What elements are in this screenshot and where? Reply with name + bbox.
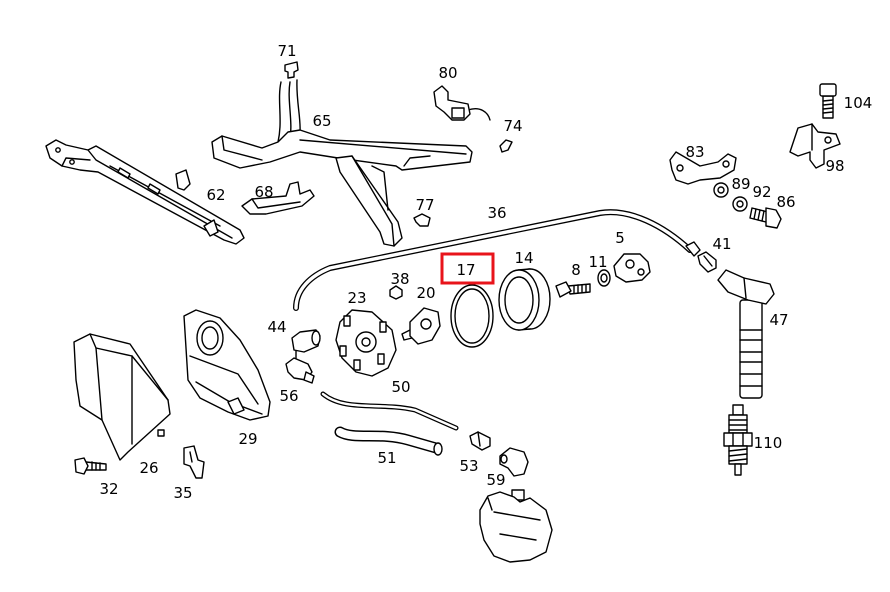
- hose-drawing-51: [334, 426, 443, 456]
- terminal-drawing-41: [697, 251, 717, 273]
- cap-drawing-14: [498, 268, 551, 331]
- ignition-cable-drawing-36: [293, 209, 701, 311]
- callout-86[interactable]: 86: [776, 193, 795, 211]
- callout-65[interactable]: 65: [312, 112, 331, 130]
- cable-drawing-50: [320, 391, 459, 431]
- callout-23[interactable]: 23: [347, 289, 366, 307]
- o-ring-drawing-17: [450, 284, 494, 348]
- bolt-drawing-8: [555, 281, 591, 298]
- callout-50[interactable]: 50: [391, 378, 410, 396]
- cover-drawing-26: [73, 333, 171, 461]
- callout-53[interactable]: 53: [459, 457, 478, 475]
- clip-drawing-35: [183, 445, 205, 479]
- callout-80[interactable]: 80: [438, 64, 457, 82]
- callout-14[interactable]: 14: [514, 249, 533, 267]
- callout-29[interactable]: 29: [238, 430, 257, 448]
- housing-cover-drawing-29: [183, 309, 271, 421]
- callout-104[interactable]: 104: [844, 94, 873, 112]
- clip-drawing-74: [499, 139, 513, 153]
- control-module-drawing: [479, 489, 553, 563]
- callout-56[interactable]: 56: [279, 387, 298, 405]
- callout-59[interactable]: 59: [486, 471, 505, 489]
- callout-38[interactable]: 38: [390, 270, 409, 288]
- callout-110[interactable]: 110: [754, 434, 783, 452]
- clip-drawing-77: [413, 213, 431, 227]
- callout-83[interactable]: 83: [685, 143, 704, 161]
- callout-41[interactable]: 41: [712, 235, 731, 253]
- callout-47[interactable]: 47: [769, 311, 788, 329]
- callout-68[interactable]: 68: [254, 183, 273, 201]
- bracket-drawing-68: [241, 181, 315, 215]
- strap-bracket-drawing-83: [669, 151, 737, 185]
- callout-89[interactable]: 89: [731, 175, 750, 193]
- callout-35[interactable]: 35: [173, 484, 192, 502]
- connector-drawing-53: [469, 431, 491, 451]
- bolt-drawing-104: [819, 83, 837, 119]
- callout-11[interactable]: 11: [588, 253, 607, 271]
- connector-drawing-80: [433, 85, 491, 121]
- elbow-connector-drawing-59: [499, 447, 529, 477]
- callout-74[interactable]: 74: [503, 117, 522, 135]
- washer-drawing-92: [732, 196, 748, 212]
- spark-plug-drawing-110: [723, 404, 753, 476]
- callout-20[interactable]: 20: [416, 284, 435, 302]
- callout-98[interactable]: 98: [825, 157, 844, 175]
- sensor-drawing-44: [291, 329, 321, 361]
- highlight-box: [440, 252, 495, 285]
- sensor-drawing-20: [401, 307, 441, 345]
- frame-bracket-drawing-65: [211, 79, 473, 247]
- callout-8[interactable]: 8: [571, 261, 581, 279]
- clip-drawing-71: [284, 61, 299, 79]
- callout-71[interactable]: 71: [277, 42, 296, 60]
- nut-drawing-38: [389, 285, 403, 300]
- callout-62[interactable]: 62: [206, 186, 225, 204]
- callout-92[interactable]: 92: [752, 183, 771, 201]
- washer-drawing-11: [597, 269, 611, 287]
- callout-36[interactable]: 36: [487, 204, 506, 222]
- callout-51[interactable]: 51: [377, 449, 396, 467]
- rotor-drawing-5: [613, 253, 651, 283]
- callout-77[interactable]: 77: [415, 196, 434, 214]
- callout-5[interactable]: 5: [615, 229, 625, 247]
- sensor-drawing-56: [285, 357, 315, 384]
- distributor-housing-drawing-23: [335, 309, 397, 377]
- bolt-drawing-32: [74, 457, 107, 475]
- callout-17[interactable]: 17: [456, 261, 475, 279]
- callout-32[interactable]: 32: [99, 480, 118, 498]
- bolt-drawing-86: [749, 207, 782, 229]
- washer-drawing-89: [713, 182, 729, 198]
- bracket-drawing-98: [789, 123, 841, 169]
- callout-26[interactable]: 26: [139, 459, 158, 477]
- plug-connector-drawing-47: [717, 269, 775, 399]
- bracket-rail-drawing-62: [45, 139, 245, 245]
- callout-44[interactable]: 44: [267, 318, 286, 336]
